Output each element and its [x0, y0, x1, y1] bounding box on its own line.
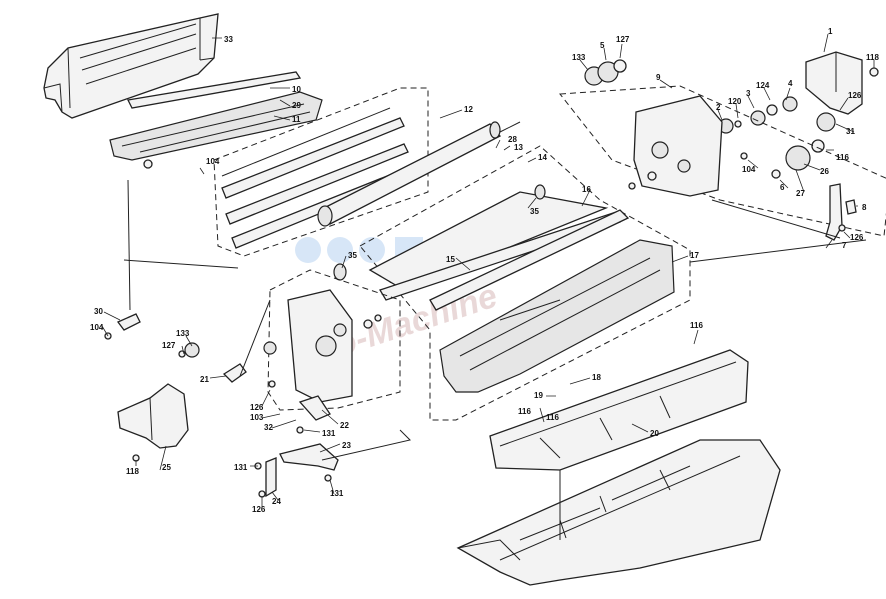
callout-label: 33 [224, 35, 233, 44]
callout-label: 10 [292, 85, 301, 94]
callout-label: 13 [514, 143, 523, 152]
callout-label: 126 [252, 505, 266, 514]
bottom-tray-part [456, 439, 781, 586]
callout-label: 18 [592, 373, 601, 382]
callout-label: 116 [836, 153, 849, 162]
leader-lines [101, 33, 875, 540]
callout-label: 19 [534, 391, 543, 400]
callout-label: 133 [176, 329, 190, 338]
callout-label: 2 [716, 103, 721, 112]
callout-label: 118 [866, 53, 879, 62]
callout-label: 116 [690, 321, 703, 330]
callout-label: 126 [850, 233, 864, 242]
callout-label: 12 [464, 105, 473, 114]
callout-label: 124 [756, 81, 770, 90]
callout-label: 126 [250, 403, 264, 412]
callout-label: 23 [342, 441, 351, 450]
callout-label: 133 [572, 53, 586, 62]
callout-label: 9 [656, 73, 661, 82]
callout-label: 31 [846, 127, 855, 136]
callout-label: 26 [820, 167, 829, 176]
callout-label: 11 [292, 115, 301, 124]
callout-label: 17 [690, 251, 699, 260]
callout-label: 28 [508, 135, 517, 144]
callout-label: 27 [796, 189, 805, 198]
callout-label: 104 [90, 323, 104, 332]
callout-label: 29 [292, 101, 301, 110]
callout-label: 32 [264, 423, 273, 432]
callout-label: 22 [340, 421, 349, 430]
callout-label: 104 [206, 157, 220, 166]
callout-label: 35 [530, 207, 539, 216]
callout-label: 127 [616, 35, 630, 44]
side-frame-left-group [178, 269, 401, 411]
callout-label: 131 [330, 489, 344, 498]
callout-label: 120 [728, 97, 742, 106]
base-frame-part [489, 349, 749, 471]
callout-label: 3 [746, 89, 751, 98]
release-lever-part [825, 183, 857, 241]
callout-label: 7 [842, 241, 847, 250]
side-frame-right-group [559, 85, 886, 237]
callout-label: 30 [94, 307, 103, 316]
callout-label: 131 [234, 463, 248, 472]
platen-roller-part [317, 121, 521, 227]
callout-label: 6 [780, 183, 785, 192]
callout-label: 21 [200, 375, 209, 384]
callout-label: 20 [650, 429, 659, 438]
callouts: 33 10 29 11 104 12 28 13 14 35 16 15 35 … [90, 27, 879, 514]
callout-label: 118 [126, 467, 139, 476]
left-side-cover-part [117, 383, 189, 462]
callout-label: 104 [742, 165, 756, 174]
callout-label: 16 [582, 185, 591, 194]
callout-label: 15 [446, 255, 455, 264]
callout-label: 126 [848, 91, 862, 100]
callout-label: 127 [162, 341, 176, 350]
callout-label: 8 [862, 203, 867, 212]
gear-train-group [584, 59, 836, 179]
callout-label: 4 [788, 79, 793, 88]
callout-label: 5 [600, 41, 605, 50]
callout-label: 35 [348, 251, 357, 260]
callout-label: 116 [518, 407, 531, 416]
top-cover-part [43, 13, 219, 119]
callout-label: 103 [250, 413, 264, 422]
callout-label: 14 [538, 153, 547, 162]
carriage-frame-group [333, 145, 691, 421]
callout-label: 116 [546, 413, 559, 422]
callout-label: 24 [272, 497, 281, 506]
guide-bar-part [109, 71, 323, 169]
callout-label: 131 [322, 429, 336, 438]
callout-label: 1 [828, 27, 833, 36]
lever-part [104, 313, 141, 340]
callout-label: 25 [162, 463, 171, 472]
